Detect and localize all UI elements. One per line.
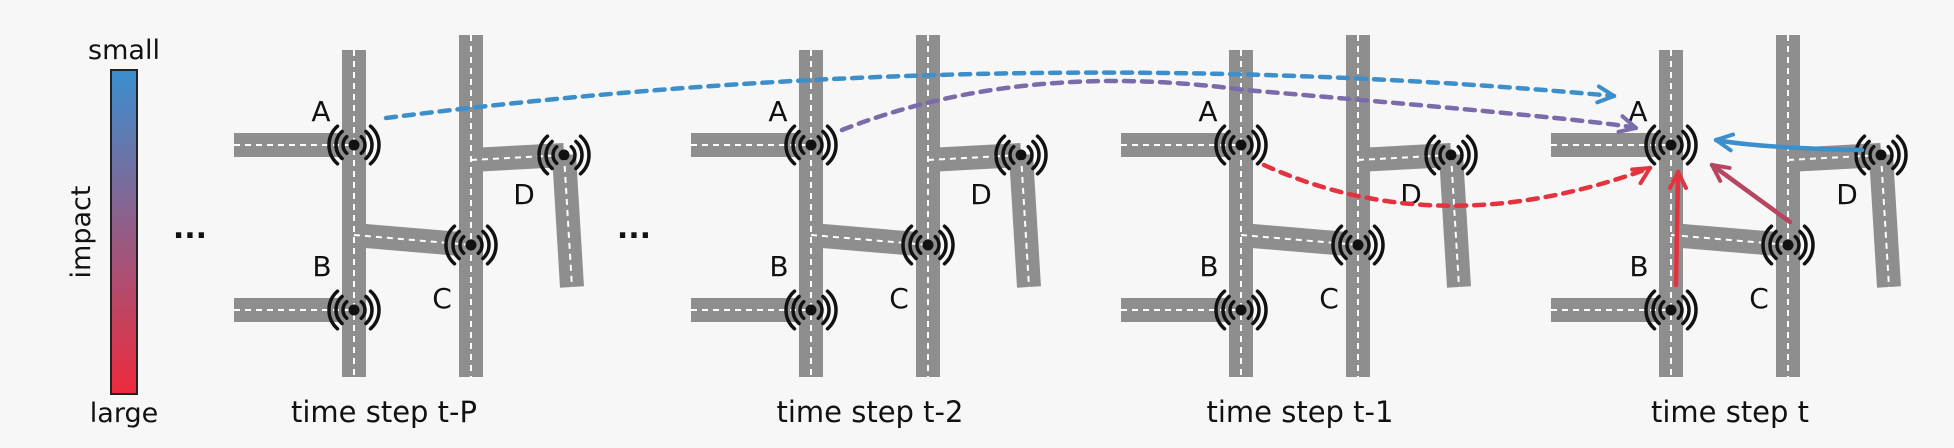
sensor-label-b: B bbox=[1629, 250, 1648, 283]
sensor-b-icon bbox=[1644, 289, 1698, 331]
sensor-label-d: D bbox=[970, 178, 992, 211]
sensor-label-b: B bbox=[769, 250, 788, 283]
sensor-a-icon bbox=[784, 124, 838, 166]
road-network bbox=[1121, 35, 1471, 377]
sensor-b-icon bbox=[1214, 289, 1268, 331]
panel-caption: time step t bbox=[1651, 395, 1809, 429]
arrow-t-1-to-t bbox=[1261, 162, 1653, 208]
impact-arrows bbox=[383, 70, 1865, 288]
legend-small-label: small bbox=[88, 35, 160, 66]
sensor-label-d: D bbox=[1836, 178, 1858, 211]
sensor-label-a: A bbox=[311, 95, 330, 128]
sensor-c-icon bbox=[901, 224, 955, 266]
sensor-label-d: D bbox=[513, 178, 535, 211]
impact-legend: small impact large bbox=[66, 35, 160, 429]
sensor-a-icon bbox=[1644, 124, 1698, 166]
panel-caption: time step t-2 bbox=[777, 395, 964, 429]
ellipsis-before-t-P: ... bbox=[173, 211, 207, 246]
sensor-d-icon bbox=[1424, 134, 1478, 176]
arrow-b-to-a bbox=[1668, 169, 1688, 288]
sensor-a-icon bbox=[327, 124, 381, 166]
sensor-d-icon bbox=[537, 134, 591, 176]
panel-caption: time step t-1 bbox=[1207, 395, 1394, 429]
arrow-t-2-to-t bbox=[839, 78, 1639, 134]
sensor-b-icon bbox=[784, 289, 838, 331]
legend-large-label: large bbox=[90, 398, 158, 429]
sensor-label-c: C bbox=[1749, 282, 1769, 315]
sensor-label-b: B bbox=[312, 250, 331, 283]
panel-caption: time step t-P bbox=[291, 395, 477, 429]
legend-impact-label: impact bbox=[66, 186, 97, 279]
sensor-c-icon bbox=[1331, 224, 1385, 266]
sensor-label-c: C bbox=[432, 282, 452, 315]
sensor-d-icon bbox=[994, 134, 1048, 176]
impact-colorbar bbox=[110, 69, 138, 395]
ellipsis-before-t-2: ... bbox=[617, 211, 651, 246]
road-network bbox=[234, 35, 584, 377]
arrow-c-to-a bbox=[1709, 162, 1793, 225]
sensor-label-a: A bbox=[1628, 95, 1647, 128]
sensor-c-icon bbox=[1761, 224, 1815, 266]
sensor-a-icon bbox=[1214, 124, 1268, 166]
sensor-label-c: C bbox=[889, 282, 909, 315]
arrow-d-to-a bbox=[1713, 132, 1865, 153]
sensor-c-icon bbox=[444, 224, 498, 266]
arrow-t-P-to-t bbox=[383, 70, 1617, 121]
sensor-label-a: A bbox=[768, 95, 787, 128]
sensor-label-b: B bbox=[1199, 250, 1218, 283]
sensor-d-icon bbox=[1854, 134, 1908, 176]
sensor-label-c: C bbox=[1319, 282, 1339, 315]
sensor-b-icon bbox=[327, 289, 381, 331]
sensor-label-a: A bbox=[1198, 95, 1217, 128]
